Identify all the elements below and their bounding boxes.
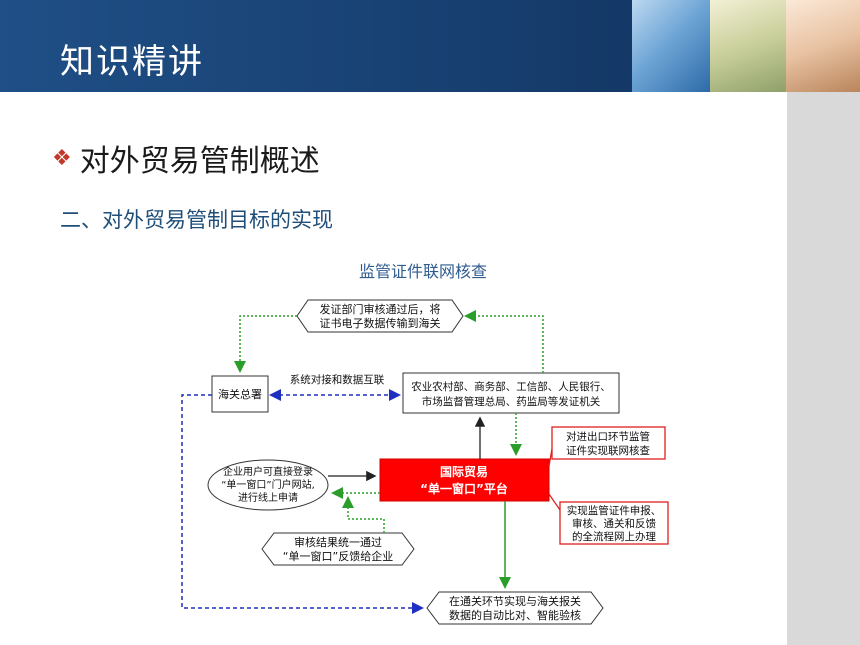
diagram-title: 监管证件联网核查 (359, 262, 487, 281)
section-subheading: 二、对外贸易管制目标的实现 (60, 208, 333, 232)
feedback-hexagon (261, 532, 415, 566)
bottom-hexagon (426, 591, 604, 625)
topnote-to-customs-arrow (234, 315, 297, 373)
header-photo-1 (632, 0, 710, 92)
platform-line-1: 国际贸易 (440, 464, 488, 479)
agencies-line-2: 市场监督管理总局、药监局等发证机关 (422, 395, 601, 408)
feedback-to-platform-arrow (342, 496, 385, 533)
callout-bottom-line-1: 实现监管证件申报、 (567, 504, 662, 517)
header-bar: 知识精讲 (0, 0, 860, 92)
top-note-line-1: 发证部门审核通过后，将 (320, 302, 441, 316)
agencies-to-topnote-arrow (464, 310, 544, 373)
link-label: 系统对接和数据互联 (290, 373, 385, 386)
top-note-line-2: 证书电子数据传输到海关 (320, 316, 441, 330)
enterprise-line-2: “单一窗口”门户网站, (221, 478, 315, 491)
bottom-line-1: 在通关环节实现与海关报关 (449, 594, 581, 608)
section-heading: 对外贸易管制概述 (79, 144, 320, 179)
header-photo-strip (632, 0, 860, 92)
enterprise-line-1: 企业用户可直接登录 (223, 465, 313, 478)
customs-label: 海关总署 (218, 387, 262, 401)
callout-bottom-box (559, 501, 669, 545)
header-photo-3 (786, 0, 860, 92)
feedback-line-2: “单一窗口”反馈给企业 (283, 549, 393, 563)
enterprise-ellipse (207, 459, 329, 511)
section-heading-row: ❖ 对外贸易管制概述 (52, 136, 320, 180)
callout-bottom-pointer (548, 493, 561, 511)
top-note-hexagon (296, 299, 464, 333)
callout-top-pointer (548, 448, 553, 467)
callout-top-box (551, 426, 666, 460)
header-photo-2 (710, 0, 786, 92)
platform-box (379, 458, 550, 502)
agencies-line-1: 农业农村部、商务部、工信部、人民银行、 (411, 380, 611, 393)
callout-bottom-line-2: 审核、通关和反馈 (572, 517, 656, 530)
page-title: 知识精讲 (60, 42, 204, 82)
callout-bottom-line-3: 的全流程网上办理 (572, 530, 656, 543)
platform-line-2: “单一窗口”平台 (420, 481, 508, 496)
callout-top-line-2: 证件实现联网核查 (566, 444, 650, 457)
customs-box (211, 375, 269, 413)
right-side-band (787, 92, 860, 645)
feedback-line-1: 审核结果统一通过 (294, 535, 382, 549)
agencies-box (402, 372, 620, 414)
bottom-line-2: 数据的自动比对、智能验核 (449, 608, 581, 622)
customs-to-bottom-arrow (181, 394, 424, 614)
diamond-cluster-icon: ❖ (52, 145, 72, 171)
enterprise-line-3: 进行线上申请 (238, 491, 298, 504)
callout-top-line-1: 对进出口环节监管 (566, 430, 650, 443)
